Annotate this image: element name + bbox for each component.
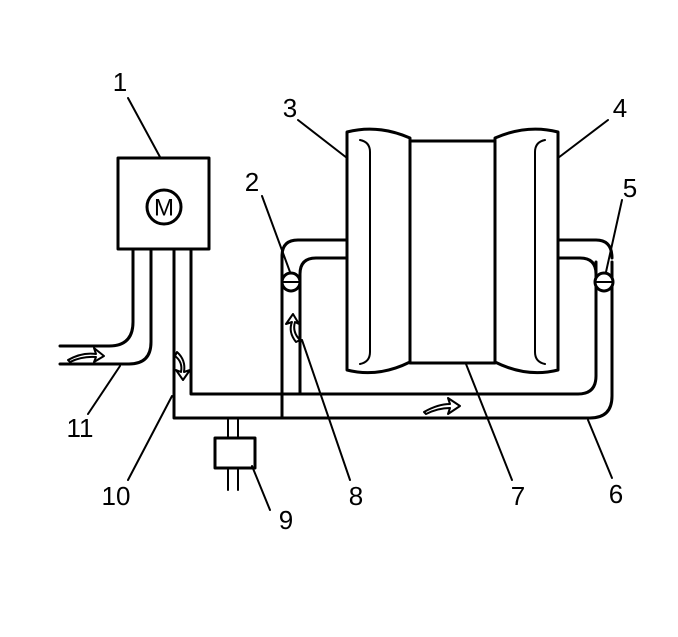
motor-symbol: M — [154, 195, 174, 222]
left-header-pipe — [280, 238, 349, 420]
callout-3: 3 — [283, 93, 297, 123]
callout-9: 9 — [279, 505, 293, 535]
hose-coupler-right — [593, 271, 615, 293]
callout-7: 7 — [511, 481, 525, 511]
callout-2: 2 — [245, 167, 259, 197]
callout-5: 5 — [623, 173, 637, 203]
callout-4: 4 — [613, 93, 627, 123]
callout-10: 10 — [102, 481, 131, 511]
flow-arrow-inlet — [67, 347, 105, 363]
flow-arrow-down — [174, 351, 191, 381]
flow-arrows — [67, 313, 461, 415]
callout-8: 8 — [349, 481, 363, 511]
motor-unit: M — [116, 156, 211, 251]
callout-1: 1 — [113, 67, 127, 97]
heat-exchanger-core — [345, 127, 560, 375]
inlet-pipe — [58, 248, 153, 366]
flow-arrow-up — [285, 313, 301, 343]
callout-11: 11 — [67, 413, 94, 443]
outer-return-pipe — [172, 238, 614, 420]
callout-6: 6 — [609, 479, 623, 509]
drain-valve — [213, 417, 257, 491]
flow-arrow-return — [423, 397, 461, 415]
leader-lines — [87, 97, 623, 511]
callout-labels: 1 2 3 4 5 6 7 8 9 10 11 — [67, 67, 638, 535]
hose-coupler-left — [280, 271, 302, 293]
